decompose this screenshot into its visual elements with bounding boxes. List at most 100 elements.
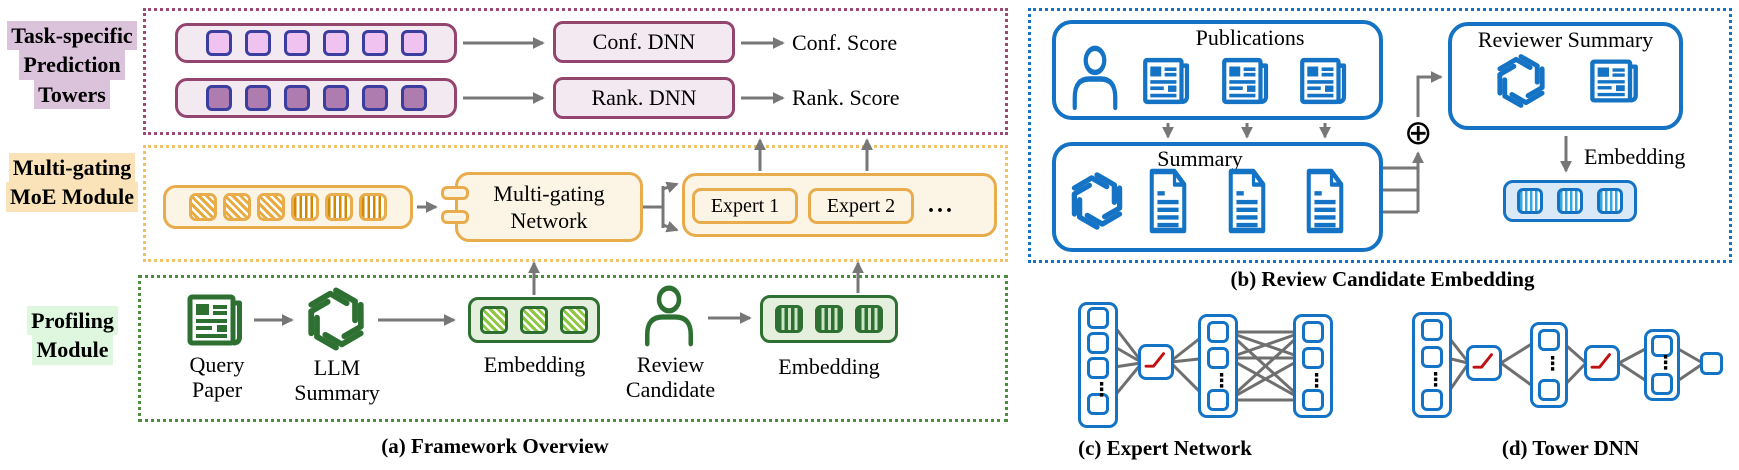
profiling-label-line1: Profiling bbox=[27, 306, 118, 336]
panel-d-caption: (d) Tower DNN bbox=[1501, 436, 1640, 460]
gating-label-line1: Multi-gating bbox=[493, 180, 605, 206]
reviewer-embedding-token bbox=[1557, 188, 1583, 214]
embedding-token bbox=[361, 85, 388, 111]
expert1-box: Expert 1 bbox=[692, 188, 798, 224]
candidate-token bbox=[359, 193, 387, 221]
publication-paper-icon bbox=[1141, 52, 1195, 110]
vdots-symbol: ⋮ bbox=[1543, 353, 1562, 375]
panel-c-caption: (c) Expert Network bbox=[1078, 436, 1252, 460]
neuron bbox=[1207, 389, 1229, 411]
publications-title: Publications bbox=[1195, 25, 1305, 50]
neuron bbox=[1302, 347, 1324, 369]
candidate-embedding-label: Embedding bbox=[778, 354, 880, 379]
neuron bbox=[1087, 307, 1109, 329]
moe-module-frame bbox=[143, 145, 1008, 262]
concat-oplus-icon: ⊕ bbox=[1404, 113, 1433, 153]
neuron bbox=[1651, 373, 1673, 395]
moe-label-line1: Multi-gating bbox=[8, 153, 136, 183]
reviewer-embedding-token bbox=[1597, 188, 1623, 214]
vdots-symbol: ⋮ bbox=[1307, 370, 1326, 392]
gate-icon bbox=[441, 210, 469, 224]
llm-logo-icon bbox=[302, 285, 370, 353]
multi-gating-network-box: Multi-gating Network bbox=[455, 172, 643, 242]
tower-output-neuron bbox=[1700, 352, 1723, 375]
embedding-token bbox=[361, 30, 388, 56]
neuron bbox=[1302, 321, 1324, 343]
query-embedding-token bbox=[560, 306, 588, 334]
embedding-token bbox=[322, 30, 349, 56]
rank-embedding-strip bbox=[175, 78, 457, 118]
publication-paper-icon bbox=[1220, 52, 1274, 110]
reviewer-summary-box bbox=[1448, 22, 1683, 130]
vdots-symbol: ⋮ bbox=[1426, 369, 1445, 391]
query-token bbox=[257, 193, 285, 221]
reviewer-person-icon bbox=[1068, 44, 1122, 114]
summary-llm-logo-icon bbox=[1066, 170, 1128, 232]
candidate-embedding-token bbox=[775, 305, 803, 333]
publication-paper-icon bbox=[1298, 52, 1352, 110]
relu-activation-box bbox=[1584, 345, 1620, 381]
conf-dnn-box: Conf. DNN bbox=[553, 21, 735, 63]
relu-activation-box bbox=[1466, 345, 1502, 381]
neuron bbox=[1087, 332, 1109, 354]
summary-doc-icon bbox=[1299, 166, 1351, 236]
query-embedding-token bbox=[520, 306, 548, 334]
query-paper-icon bbox=[185, 288, 249, 352]
towers-label-line1: Task-specific bbox=[7, 21, 137, 51]
query-paper-label: Query Paper bbox=[189, 352, 245, 403]
embedding-token bbox=[400, 85, 427, 111]
embedding-token bbox=[400, 30, 427, 56]
moe-input-strip bbox=[163, 185, 413, 229]
profiling-module-frame bbox=[138, 275, 1008, 422]
neuron bbox=[1651, 335, 1673, 357]
panel-a-caption: (a) Framework Overview bbox=[381, 434, 609, 458]
neuron bbox=[1207, 347, 1229, 369]
embedding-token bbox=[205, 30, 232, 56]
candidate-embedding-token bbox=[815, 305, 843, 333]
summary-doc-icon bbox=[1142, 166, 1194, 236]
reviewer-embedding-strip bbox=[1503, 180, 1637, 222]
neuron bbox=[1538, 329, 1560, 351]
gate-icon bbox=[441, 186, 469, 200]
candidate-token bbox=[291, 193, 319, 221]
neuron bbox=[1087, 357, 1109, 379]
reviewer-summary-paper-icon bbox=[1588, 54, 1644, 108]
neuron bbox=[1421, 389, 1443, 411]
panel-b-caption: (b) Review Candidate Embedding bbox=[1230, 267, 1535, 291]
moe-label-line2: MoE Module bbox=[5, 182, 139, 212]
llm-summary-label: LLM Summary bbox=[294, 355, 380, 406]
prediction-towers-frame bbox=[143, 8, 1008, 135]
reviewer-embedding-token bbox=[1517, 188, 1543, 214]
conf-embedding-strip bbox=[175, 23, 457, 63]
neuron bbox=[1302, 389, 1324, 411]
panel-b-embedding-label: Embedding bbox=[1584, 144, 1686, 169]
reviewer-summary-title: Reviewer Summary bbox=[1477, 27, 1654, 52]
candidate-embedding-strip bbox=[760, 295, 898, 343]
conf-score-label: Conf. Score bbox=[792, 30, 898, 55]
profiling-module-label: Profiling Module bbox=[10, 306, 135, 365]
embedding-token bbox=[205, 85, 232, 111]
embedding-token bbox=[283, 85, 310, 111]
vdots-symbol: ⋮ bbox=[1212, 370, 1231, 392]
neuron bbox=[1207, 321, 1229, 343]
review-candidate-label: Review Candidate bbox=[625, 352, 716, 403]
embedding-token bbox=[244, 30, 271, 56]
review-candidate-icon bbox=[640, 284, 698, 350]
query-embedding-strip bbox=[468, 297, 600, 343]
towers-label-line2: Prediction bbox=[19, 50, 125, 80]
query-token bbox=[189, 193, 217, 221]
embedding-token bbox=[244, 85, 271, 111]
towers-module-label: Task-specific Prediction Towers bbox=[2, 21, 142, 110]
reviewer-summary-llm-logo-icon bbox=[1492, 52, 1550, 110]
candidate-embedding-token bbox=[855, 305, 883, 333]
vdots-symbol: ⋮ bbox=[1092, 379, 1111, 401]
rank-score-label: Rank. Score bbox=[792, 85, 900, 110]
summary-box bbox=[1052, 142, 1383, 252]
neuron bbox=[1421, 319, 1443, 341]
more-experts-ellipsis: ... bbox=[928, 192, 955, 218]
relu-activation-box bbox=[1138, 344, 1174, 380]
neuron bbox=[1538, 379, 1560, 401]
query-embedding-label: Embedding bbox=[483, 352, 586, 377]
expert2-box: Expert 2 bbox=[808, 188, 914, 224]
